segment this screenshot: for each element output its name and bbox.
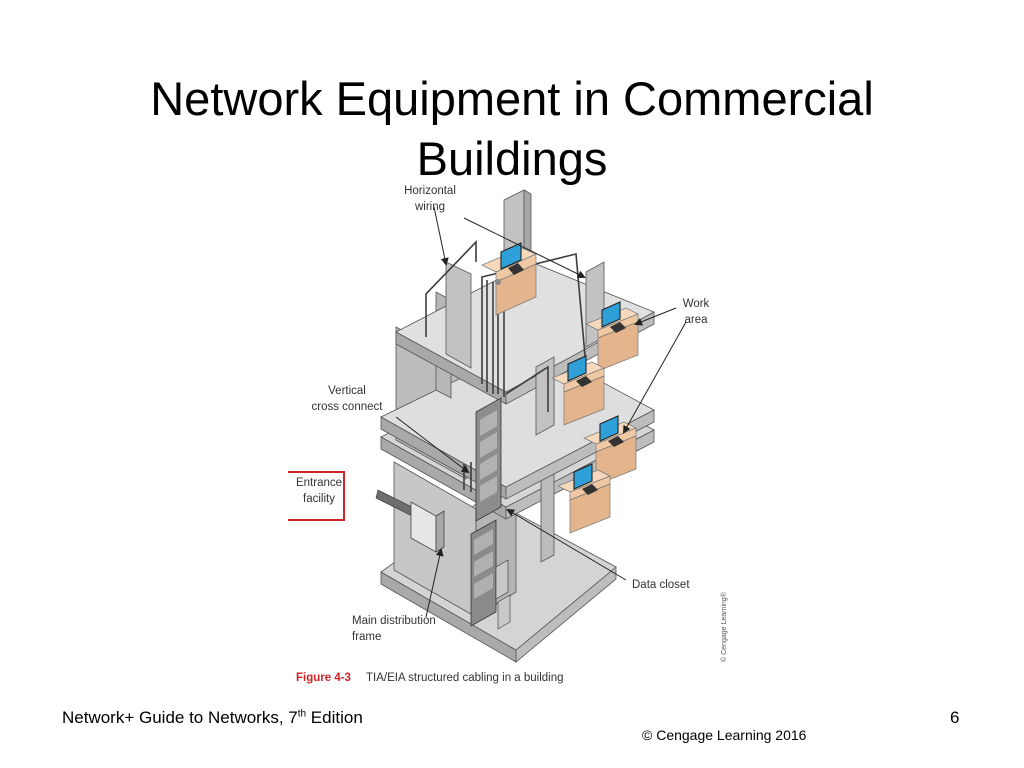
monitor <box>601 301 621 328</box>
footer-book-title: Network+ Guide to Networks, 7th Edition <box>62 708 363 728</box>
label-work-area-line-1: Work <box>683 298 710 310</box>
monitor <box>599 415 619 442</box>
right-column <box>540 471 555 563</box>
horizontal-wiring-top-loop <box>425 240 477 337</box>
arrow-work-area-bottom <box>623 321 687 434</box>
workstation-floor-1-right <box>583 415 637 486</box>
slide-title-line-1: Network Equipment in Commercial <box>150 72 874 126</box>
label-vertical-cross-connect-line-2: cross connect <box>312 401 384 413</box>
footer-copyright: © Cengage Learning 2016 <box>642 727 807 743</box>
workstation-floor-2-left <box>551 355 605 426</box>
label-main-distribution-frame-line-2: frame <box>352 631 381 643</box>
footer-book-title-prefix: Network+ Guide to Networks, 7 <box>62 708 298 727</box>
page-number: 6 <box>950 708 960 727</box>
slide-title: Network Equipment in Commercial Building… <box>0 69 1024 189</box>
mid-floor-wall-right <box>535 356 555 436</box>
label-main-distribution-frame-line-1: Main distribution <box>352 615 436 627</box>
arrow-horizontal-wiring-right <box>463 217 586 278</box>
label-entrance-facility-line-1: Entrance <box>296 477 342 489</box>
monitor <box>500 242 522 270</box>
label-horizontal-wiring-line-1: Horizontal <box>404 185 456 197</box>
label-work-area-line-2: area <box>684 314 708 326</box>
building-illustration: Horizontal wiring Work area Vertical cro… <box>288 185 728 684</box>
workstation-top-floor <box>481 242 537 316</box>
figure-label: Figure 4-3 <box>296 672 351 684</box>
entrance-facility-bracket <box>288 471 345 521</box>
footer-book-title-superscript: th <box>297 708 307 720</box>
arrow-data-closet <box>506 508 627 581</box>
monitor <box>573 463 593 490</box>
callout-labels: Horizontal wiring Work area Vertical cro… <box>296 185 710 643</box>
label-data-closet: Data closet <box>632 579 690 591</box>
label-horizontal-wiring-line-2: wiring <box>414 201 445 213</box>
workstation-floor-3-right <box>585 301 639 372</box>
monitor <box>567 355 587 382</box>
arrow-horizontal-wiring-left <box>433 206 449 266</box>
label-vertical-cross-connect-line-1: Vertical <box>328 385 366 397</box>
structured-cabling-figure: Horizontal wiring Work area Vertical cro… <box>286 172 746 692</box>
arrow-work-area-top <box>634 307 677 326</box>
footer-book-title-suffix: Edition <box>306 708 363 727</box>
top-floor-wall-left <box>445 261 472 369</box>
workstation-floor-1-left <box>557 463 611 534</box>
arrow-vertical-cross-connect <box>395 416 470 474</box>
image-credit: © Cengage Learning® <box>720 591 728 662</box>
workstations <box>481 242 639 534</box>
slide-title-line-2: Buildings <box>416 132 608 186</box>
floor-distribution-cable <box>505 365 549 412</box>
figure-caption: TIA/EIA structured cabling in a building <box>366 672 564 684</box>
arrow-main-distribution-frame <box>425 548 444 618</box>
callout-arrows <box>395 206 687 618</box>
label-entrance-facility-line-2: facility <box>303 493 335 505</box>
